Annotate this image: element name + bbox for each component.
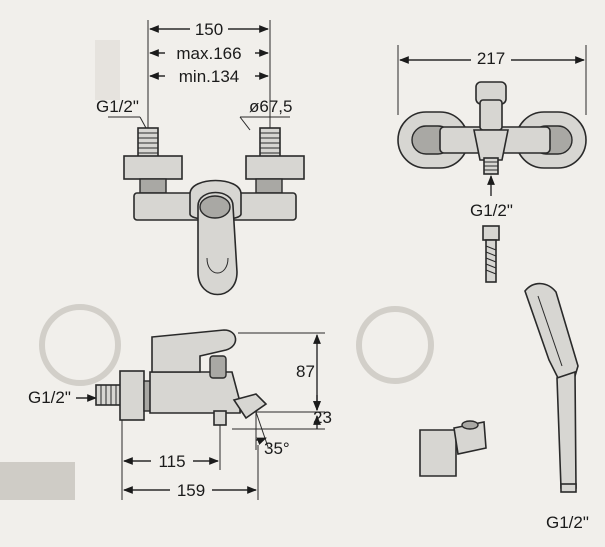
front-view: 150 max.166 min.134 G1/2" ø67,5 — [96, 18, 305, 296]
side-lever — [151, 329, 237, 373]
escutcheon-diameter-label: ø67,5 — [249, 97, 292, 116]
dim-23: 23 — [313, 408, 332, 427]
top-view: 217 G1/2" — [397, 45, 587, 283]
dim-150: 150 — [195, 20, 223, 39]
hand-shower-handle — [556, 370, 577, 489]
dim-115: 115 — [158, 452, 185, 471]
dim-min-134: min.134 — [179, 67, 239, 86]
top-outlet-thread-label: G1/2" — [470, 201, 513, 220]
hand-shower: G1/2" — [524, 282, 589, 532]
wall-bracket — [419, 420, 487, 477]
side-wall-inlet — [95, 370, 153, 421]
spout-angle-label: 35° — [264, 439, 290, 458]
side-view: 87 23 G1/2" 35° — [28, 329, 332, 501]
dim-max-166: max.166 — [176, 44, 241, 63]
side-spout — [232, 393, 268, 420]
dim-159: 159 — [177, 481, 205, 500]
hand-shower-head — [524, 282, 579, 384]
front-lever-handle — [197, 191, 238, 296]
side-mixer-body — [149, 371, 241, 414]
dim-217: 217 — [477, 49, 505, 68]
background-bleed — [0, 40, 434, 500]
top-diverter — [473, 129, 509, 161]
left-inlet-connector — [123, 127, 183, 194]
side-thread-label: G1/2" — [28, 388, 71, 407]
dim-87: 87 — [296, 362, 315, 381]
right-inlet-connector — [245, 127, 305, 194]
hand-shower-thread-label: G1/2" — [546, 513, 589, 532]
hose-connector — [482, 225, 500, 283]
front-thread-label: G1/2" — [96, 97, 139, 116]
